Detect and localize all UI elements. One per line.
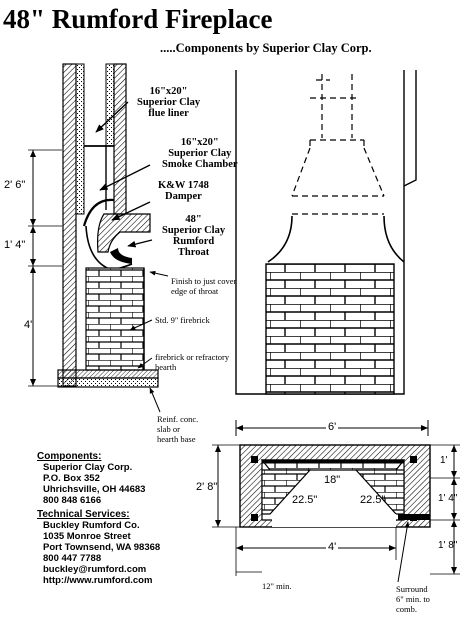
dim-angle-right: 22.5": [360, 494, 386, 506]
services-heading: Technical Services:: [37, 509, 130, 520]
damper-model: K&W 1748: [158, 180, 209, 191]
surround-note: Surround 6" min. to comb.: [396, 584, 430, 614]
finish-note-line1: Finish to just cover: [171, 276, 237, 286]
surround-note-line2: 6" min. to: [396, 594, 430, 604]
smoke-chamber-label: 16"x20" Superior Clay Smoke Chamber: [162, 137, 238, 170]
dim-right-2: 1' 4": [438, 493, 458, 504]
components-line-3: Uhrichsville, OH 44683: [43, 484, 146, 495]
throat-maker: Superior Clay: [162, 225, 226, 236]
hearth-note-line1: firebrick or refractory: [155, 352, 230, 362]
components-line-1: Superior Clay Corp.: [43, 462, 133, 473]
finish-note: Finish to just cover edge of throat: [171, 276, 236, 296]
dim-plan-depth: 2' 8": [196, 481, 218, 493]
smoke-chamber-size: 16"x20": [180, 137, 219, 148]
hearth-note: firebrick or refractory hearth: [155, 352, 229, 372]
smoke-chamber-maker: Superior Clay: [168, 148, 232, 159]
dim-right-3: 1' 8": [438, 540, 458, 551]
throat-line3: Rumford: [172, 236, 215, 247]
dim-section-b: 1' 4": [4, 239, 26, 251]
flue-liner-name: flue liner: [148, 108, 189, 119]
services-line-2: 1035 Monroe Street: [43, 531, 131, 542]
services-block: Technical Services: Buckley Rumford Co. …: [37, 509, 161, 587]
dim-plan-opening: 4': [326, 541, 339, 553]
dim-section-a: 2' 6": [4, 179, 26, 191]
front-elevation: [235, 70, 417, 395]
damper-label: K&W 1748 Damper: [158, 180, 209, 202]
slab-note: Reinf. conc. slab or hearth base: [157, 414, 198, 444]
hearth-note-line2: hearth: [155, 362, 177, 372]
section-view: [28, 63, 169, 413]
slab-note-line2: slab or: [157, 424, 180, 434]
components-line-4: 800 848 6166: [43, 495, 102, 506]
flue-liner-size: 16"x20": [149, 86, 188, 97]
smoke-chamber-name: Smoke Chamber: [162, 159, 238, 170]
dim-right-1: 1': [440, 455, 448, 466]
throat-name: Throat: [177, 247, 210, 258]
services-website-link[interactable]: http://www.rumford.com: [43, 575, 153, 586]
dim-plan-back: 18": [324, 474, 341, 486]
slab-note-line3: hearth base: [157, 434, 196, 444]
components-heading: Components:: [37, 451, 102, 462]
services-email-link[interactable]: buckley@rumford.com: [43, 564, 147, 575]
finish-note-line2: edge of throat: [171, 286, 219, 296]
throat-label: 48" Superior Clay Rumford Throat: [162, 214, 225, 258]
surround-note-line3: comb.: [396, 604, 418, 614]
services-line-1: Buckley Rumford Co.: [43, 520, 140, 531]
dim-section-c: 4': [24, 319, 33, 331]
page-subtitle: .....Components by Superior Clay Corp.: [160, 41, 372, 55]
services-line-3: Port Townsend, WA 98368: [43, 542, 161, 553]
dim-angle-left: 22.5": [292, 494, 318, 506]
page-title: 48" Rumford Fireplace: [3, 4, 273, 34]
firebrick-note: Std. 9" firebrick: [155, 315, 210, 325]
slab-note-line1: Reinf. conc.: [157, 414, 199, 424]
surround-note-line1: Surround: [396, 584, 428, 594]
plan-view: [212, 420, 460, 583]
components-line-2: P.O. Box 352: [43, 473, 100, 484]
throat-size: 48": [185, 214, 202, 225]
dim-plan-width: 6': [326, 421, 339, 433]
damper-name: Damper: [165, 191, 202, 202]
services-line-4: 800 447 7788: [43, 553, 102, 564]
min-12-note: 12" min.: [262, 581, 292, 591]
components-block: Components: Superior Clay Corp. P.O. Box…: [37, 451, 146, 507]
flue-liner-maker: Superior Clay: [137, 97, 201, 108]
flue-liner-label: 16"x20" Superior Clay flue liner: [137, 86, 200, 119]
